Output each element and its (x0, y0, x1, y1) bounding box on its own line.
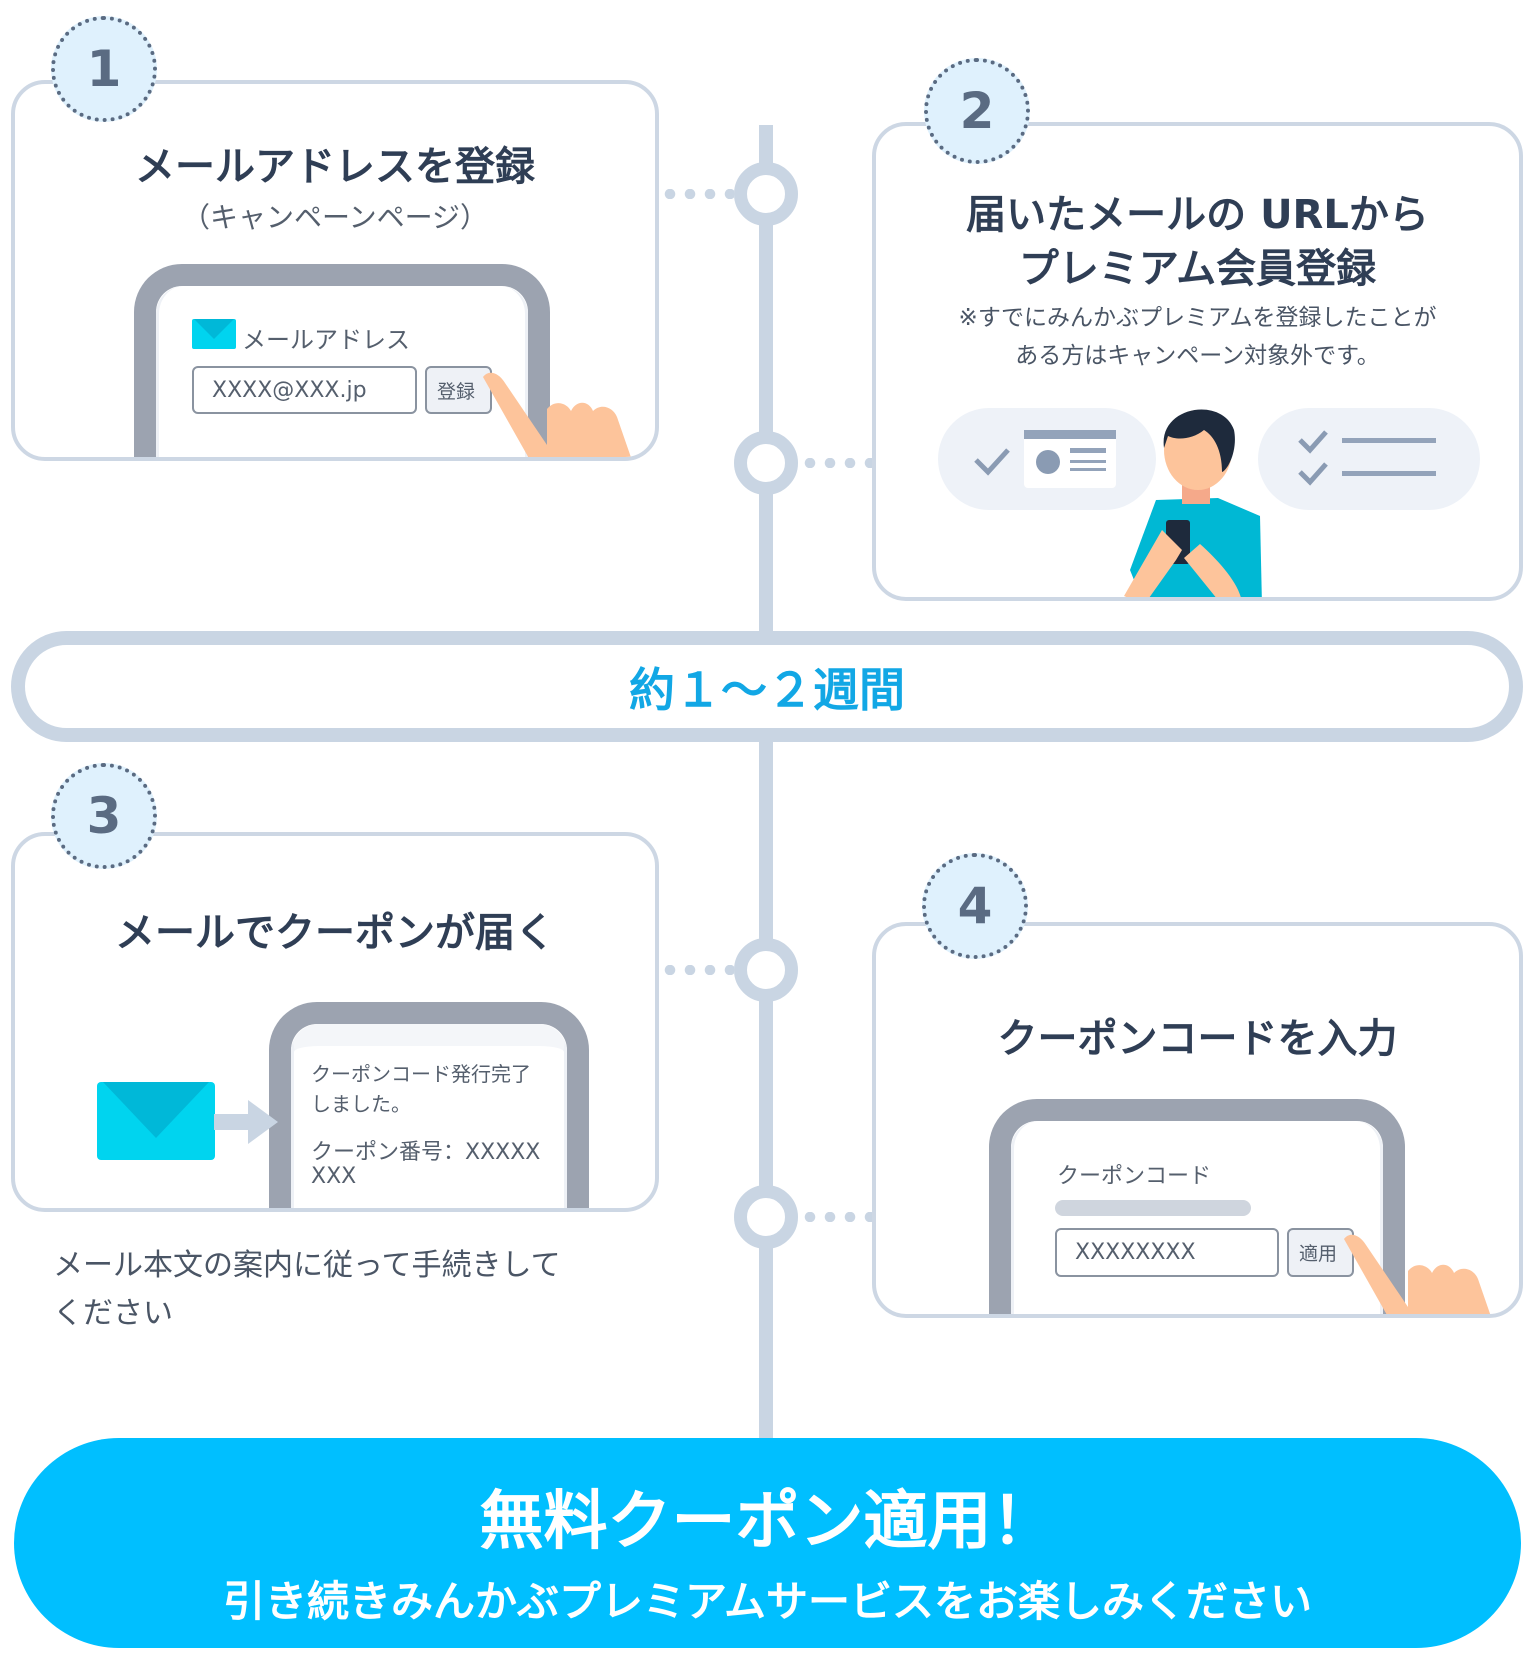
connector-dots (660, 189, 734, 199)
final-subtitle: 引き続きみんかぶプレミアムサービスをお楽しみください (222, 1577, 1313, 1626)
coupon-code-label: クーポンコード (1057, 1164, 1212, 1189)
arrow-right-icon (214, 1100, 278, 1144)
timeline-line (759, 740, 773, 1442)
timeline-node (734, 938, 798, 1002)
check-id-card-icon (938, 408, 1156, 510)
final-title: 無料クーポン適用！ (479, 1485, 1056, 1559)
coupon-message-line1: クーポンコード発行完了 (311, 1062, 531, 1086)
register-button[interactable]: 登録 (425, 366, 492, 414)
email-input[interactable]: XXXX@XXX.jp (192, 366, 417, 414)
coupon-number-line1: クーポン番号：XXXXX (311, 1140, 541, 1165)
phone-illustration (269, 1002, 589, 1208)
hand-pointer-icon (1344, 1234, 1491, 1314)
step-badge-2: 2 (924, 58, 1030, 164)
mail-icon (192, 319, 236, 349)
phone-illustration (134, 264, 550, 457)
step-4-card: クーポンコードを入力 クーポンコード XXXXXXXX 適用 (872, 922, 1523, 1318)
person-with-phone-icon (1124, 409, 1262, 597)
timeline-node (734, 1185, 798, 1249)
period-label: 約１～２週間 (629, 662, 905, 717)
coupon-message-line2: しました。 (311, 1092, 411, 1116)
hand-pointer-icon (483, 372, 631, 457)
step-2-title-line2: プレミアム会員登録 (1018, 246, 1377, 292)
step-2-note-line2: ある方はキャンペーン対象外です。 (1015, 343, 1380, 369)
step-4-title: クーポンコードを入力 (997, 1016, 1398, 1062)
step-badge-3: 3 (51, 763, 157, 869)
coupon-code-input[interactable]: XXXXXXXX (1055, 1228, 1279, 1277)
step-3-title: メールでクーポンが届く (115, 910, 555, 956)
step-3-note-line1: メール本文の案内に従って手続きして (53, 1248, 561, 1283)
apply-button[interactable]: 適用 (1287, 1228, 1354, 1277)
step-3-card: メールでクーポンが届く クーポンコード発行完了 しました。 クーポン番号：XXX… (11, 832, 659, 1212)
step-1-subtitle: （キャンペーンページ） (181, 201, 489, 234)
email-label: メールアドレス (242, 326, 410, 354)
timeline-node (734, 431, 798, 495)
timeline-node (734, 162, 798, 226)
step-1-title: メールアドレスを登録 (135, 144, 535, 190)
step-2-title-line1: 届いたメールの URLから (966, 192, 1429, 238)
checklist-icon (1258, 408, 1480, 510)
step-badge-4: 4 (922, 853, 1028, 959)
coupon-number-line2: XXX (311, 1164, 357, 1189)
connector-dots (800, 458, 874, 468)
period-pill: 約１～２週間 (11, 631, 1523, 742)
final-banner: 無料クーポン適用！ 引き続きみんかぶプレミアムサービスをお楽しみください (14, 1438, 1521, 1648)
step-1-card: メールアドレスを登録 （キャンペーンページ） メールアドレス XXXX@XXX.… (11, 80, 659, 461)
step-2-note-line1: ※すでにみんかぶプレミアムを登録したことが (958, 305, 1437, 331)
placeholder-bar (1055, 1200, 1251, 1216)
connector-dots (660, 965, 734, 975)
step-2-card: 届いたメールの URLから プレミアム会員登録 ※すでにみんかぶプレミアムを登録… (872, 122, 1523, 601)
step-3-note-line2: ください (53, 1296, 173, 1331)
timeline-line (759, 125, 773, 645)
step-badge-1: 1 (51, 16, 157, 122)
mail-icon (97, 1082, 215, 1160)
connector-dots (800, 1212, 874, 1222)
